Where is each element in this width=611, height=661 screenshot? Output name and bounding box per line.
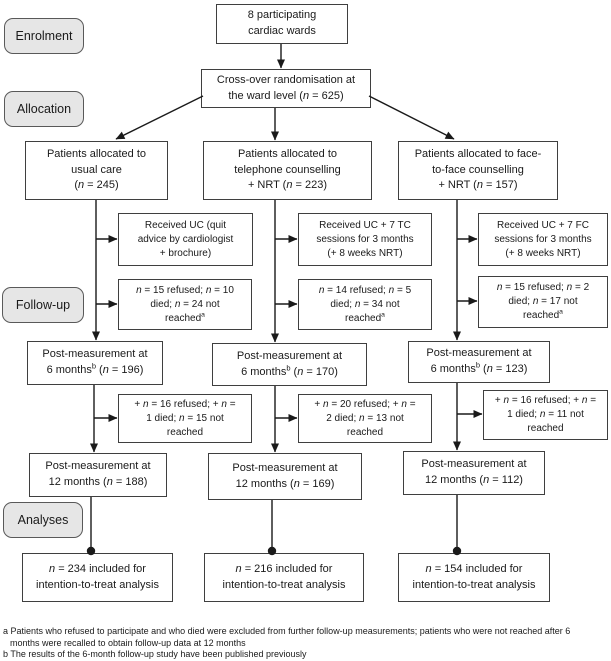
stage-label-analyses: Analyses — [3, 502, 83, 538]
stage-label-allocation: Allocation — [4, 91, 84, 127]
stage-label-followup: Follow-up — [2, 287, 84, 323]
box-attrition-12m-usual: + n = 16 refused; + n =1 died; n = 15 no… — [118, 394, 252, 443]
box-attrition-12m-facetoface: + n = 16 refused; + n =1 died; n = 11 no… — [483, 390, 608, 440]
stage-label-enrolment: Enrolment — [4, 18, 84, 54]
footnote-a: a Patients who refused to participate an… — [3, 626, 571, 648]
box-allocated-facetoface: Patients allocated to face-to-face couns… — [398, 141, 558, 200]
box-attrition-12m-telephone: + n = 20 refused; + n =2 died; n = 13 no… — [298, 394, 432, 443]
footnotes: a Patients who refused to participate an… — [3, 626, 601, 661]
footnote-b: b The results of the 6-month follow-up s… — [3, 649, 307, 660]
